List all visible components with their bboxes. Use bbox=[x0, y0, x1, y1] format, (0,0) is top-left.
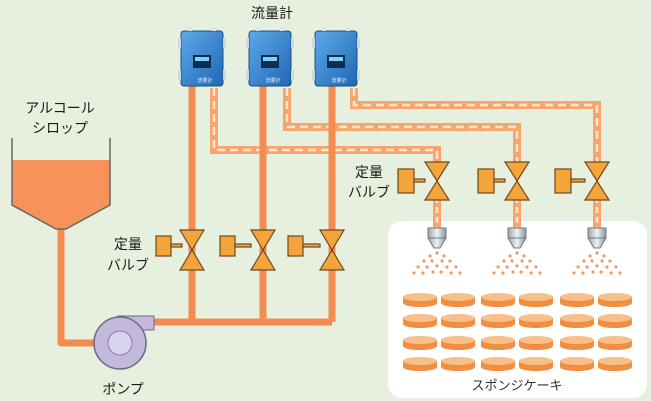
sponge-cake-icon bbox=[519, 314, 553, 328]
spray-icon bbox=[412, 251, 462, 275]
valve-icon bbox=[155, 229, 206, 271]
sponge-cake-icon bbox=[598, 293, 632, 307]
svg-text:流量計: 流量計 bbox=[331, 77, 346, 84]
valve-right-label-line1: 定量 bbox=[355, 165, 383, 181]
flowmeter-icon: 流量計 bbox=[312, 27, 360, 87]
cake-label: スポンジケーキ bbox=[471, 379, 562, 394]
sponge-cake-grid bbox=[403, 293, 632, 371]
sponge-cake-icon bbox=[441, 336, 475, 350]
flowmeter-icon: 流量計 bbox=[246, 27, 294, 87]
sponge-cake-icon bbox=[481, 357, 515, 371]
sponge-cake-icon bbox=[481, 293, 515, 307]
valve-icon bbox=[554, 161, 611, 201]
valve-icon bbox=[287, 229, 346, 271]
sponge-cake-icon bbox=[598, 357, 632, 371]
sponge-cake-icon bbox=[441, 314, 475, 328]
valve-right-label-line2: バルブ bbox=[348, 184, 390, 201]
sponge-cake-icon bbox=[560, 314, 594, 328]
valve-icon bbox=[397, 161, 451, 201]
spray-icon bbox=[492, 251, 542, 275]
sponge-cake-icon bbox=[481, 336, 515, 350]
main-pipes bbox=[57, 82, 336, 347]
pump-label: ポンプ bbox=[102, 382, 144, 398]
sponge-cake-icon bbox=[519, 357, 553, 371]
sponge-cake-icon bbox=[560, 293, 594, 307]
valve-icon bbox=[219, 229, 277, 271]
sponge-cake-icon bbox=[441, 293, 475, 307]
tank-label-line2: シロップ bbox=[32, 121, 88, 137]
cake-area-panel bbox=[388, 221, 647, 398]
sponge-cake-icon bbox=[403, 293, 437, 307]
svg-text:流量計: 流量計 bbox=[265, 77, 280, 84]
signal-lines bbox=[210, 88, 601, 230]
sponge-cake-icon bbox=[598, 336, 632, 350]
tank-label-line1: アルコール bbox=[25, 101, 95, 117]
valve-left-label-line2: バルブ bbox=[107, 257, 149, 274]
valve-left-label-line1: 定量 bbox=[114, 237, 142, 253]
sponge-cake-icon bbox=[403, 314, 437, 328]
tank-icon bbox=[11, 138, 111, 230]
svg-text:流量計: 流量計 bbox=[197, 77, 212, 84]
nozzle-icon bbox=[427, 227, 447, 249]
sponge-cake-icon bbox=[598, 314, 632, 328]
spray-icon bbox=[572, 251, 622, 275]
sponge-cake-icon bbox=[403, 357, 437, 371]
nozzle-icon bbox=[587, 227, 607, 249]
sponge-cake-icon bbox=[403, 336, 437, 350]
sponge-cake-icon bbox=[519, 293, 553, 307]
pump-icon bbox=[93, 315, 155, 370]
sponge-cake-icon bbox=[441, 357, 475, 371]
valve-icon bbox=[477, 161, 531, 201]
sponge-cake-icon bbox=[560, 336, 594, 350]
sponge-cake-icon bbox=[519, 336, 553, 350]
flowmeter-icon: 流量計 bbox=[178, 27, 226, 87]
nozzle-icon bbox=[507, 227, 527, 249]
flowmeter-label: 流量計 bbox=[251, 6, 293, 22]
sponge-cake-icon bbox=[560, 357, 594, 371]
sponge-cake-icon bbox=[481, 314, 515, 328]
